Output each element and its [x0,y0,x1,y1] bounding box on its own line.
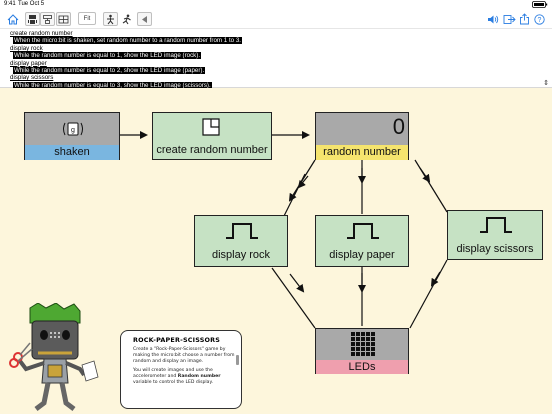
pulse-icon [225,222,259,245]
toolbar: Fit ? [0,9,552,29]
wire-random-scissors [414,159,448,213]
code-line-2: When the micro:bit is shaken, set random… [10,37,552,45]
info-panel-text-1: Create a "Rock-Paper-Scissors" game by m… [133,347,235,364]
battery-icon [532,1,548,10]
code-line-3: display rock [10,45,552,52]
block-shaken[interactable]: g shaken [24,112,120,160]
command-display-scissors[interactable]: display scissors [10,74,54,82]
home-icon[interactable] [6,12,19,26]
random-number-emphasis: Random number [177,374,221,379]
info-panel-scrollbar[interactable] [236,355,239,365]
svg-text:g: g [71,127,75,134]
info-panel-title: ROCK-PAPER-SCISSORS [133,336,221,344]
stop-icon[interactable] [137,12,152,26]
code-line-6: While the random number is equal to 2, s… [10,67,552,75]
block-random-number[interactable]: 0 random number [315,112,409,160]
shake-icon: g [62,120,84,143]
dice-card-icon [201,117,221,142]
robot-icon[interactable] [25,12,40,26]
block-leds[interactable]: LEDs [315,328,409,374]
info-panel-text-2: You will create images and use the accel… [133,368,221,385]
block-random-body: 0 [316,113,408,145]
command-display-paper[interactable]: display paper [10,59,47,67]
block-shaken-body: g [25,113,119,145]
speaker-icon[interactable] [486,12,500,26]
status-time: 9:41 [4,1,16,7]
run-icon[interactable] [120,12,134,26]
comment-display-scissors: While the random number is equal to 3, s… [13,81,212,89]
block-paper-label: display paper [329,249,395,261]
wire-scissors-leds [409,259,448,329]
block-scissors-label: display scissors [456,243,534,255]
resize-handle-icon[interactable]: ⇕ [543,80,549,87]
status-date: Tue Oct 5 [18,1,45,7]
comment-display-paper: While the random number is equal to 2, s… [13,67,206,75]
block-leds-label: LEDs [316,360,408,374]
block-display-paper[interactable]: display paper [315,215,409,267]
block-random-label: random number [316,145,408,160]
led-grid-icon [351,332,376,362]
info-panel: ROCK-PAPER-SCISSORS Create a "Rock-Paper… [120,330,242,409]
block-shaken-label: shaken [25,145,119,160]
block-leds-body [316,329,408,360]
block-create-random-number[interactable]: create random number [152,112,272,160]
code-line-5: display paper [10,60,552,67]
pulse-icon [479,216,513,239]
code-line-1: create random number [10,30,552,37]
command-create-random[interactable]: create random number [10,30,73,37]
fit-button[interactable]: Fit [78,12,96,25]
block-create-label: create random number [156,144,268,156]
comment-create-random: When the micro:bit is shaken, set random… [13,37,242,45]
svg-text:?: ? [537,17,541,24]
status-bar: 9:41 Tue Oct 5 [0,0,552,9]
export-icon[interactable] [502,12,516,26]
code-line-4: While the random number is equal to 1, s… [10,52,552,60]
block-display-scissors[interactable]: display scissors [447,210,543,260]
code-text-pane[interactable]: create random number When the micro:bit … [0,29,552,89]
grid-view-icon[interactable] [56,12,71,26]
block-rock-label: display rock [211,249,271,261]
command-display-rock[interactable]: display rock [10,44,43,52]
comment-display-rock: While the random number is equal to 1, s… [13,52,202,60]
blocks-view-icon[interactable] [40,12,55,26]
random-number-value: 0 [392,114,405,139]
robot-mascot-icon [8,302,118,418]
program-canvas[interactable]: g shaken create random number 0 random n… [0,88,552,414]
block-display-rock[interactable]: display rock [194,215,288,267]
pulse-icon [346,222,380,245]
code-line-7: display scissors [10,74,552,81]
step-icon[interactable] [103,12,118,26]
help-icon[interactable]: ? [533,12,545,26]
code-line-8: While the random number is equal to 3, s… [10,81,552,89]
share-icon[interactable] [518,12,530,26]
wire-rock-leds [271,267,316,329]
